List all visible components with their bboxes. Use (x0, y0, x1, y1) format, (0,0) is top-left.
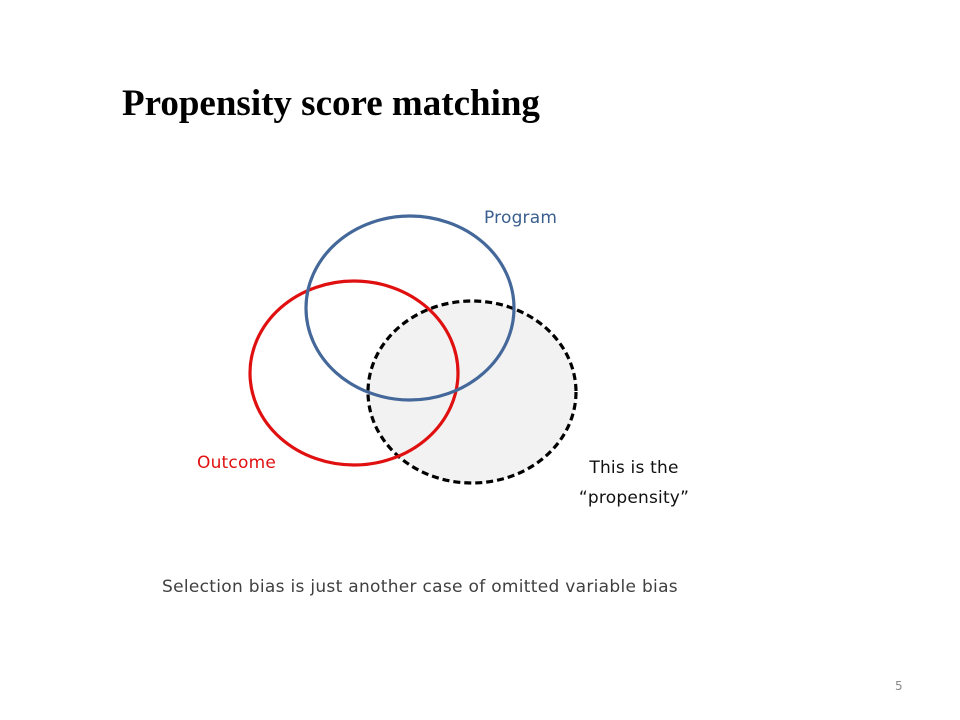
program-circle (304, 214, 516, 402)
outcome-label: Outcome (197, 453, 276, 473)
slide-title: Propensity score matching (122, 83, 540, 124)
program-label: Program (484, 208, 558, 228)
propensity-label-line2: “propensity” (578, 488, 690, 508)
propensity-label-line1: This is the (589, 458, 679, 478)
propensity-label: This is the “propensity” (560, 453, 708, 513)
caption: Selection bias is just another case of o… (162, 577, 678, 597)
slide-number: 5 (895, 679, 903, 693)
outcome-circle (248, 279, 460, 467)
propensity-circle (366, 299, 578, 485)
